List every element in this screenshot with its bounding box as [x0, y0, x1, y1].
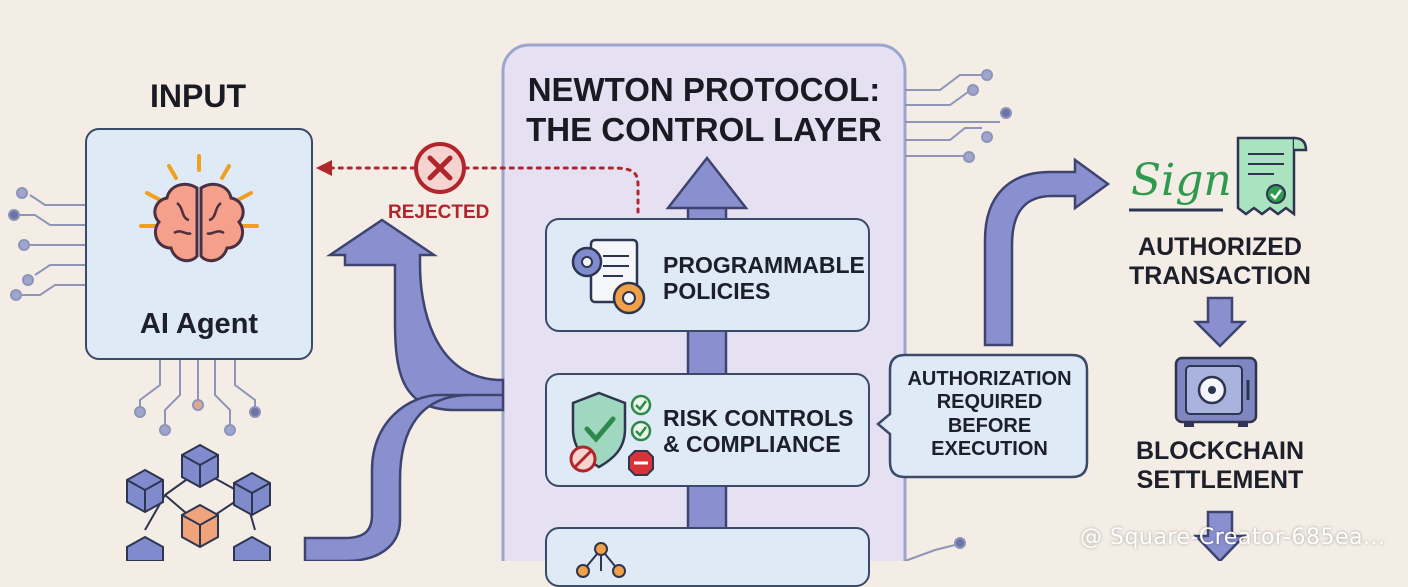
rejected-icon	[414, 142, 466, 194]
cube-network	[126, 443, 271, 561]
central-shaft-low	[686, 483, 728, 532]
policies-line1: PROGRAMMABLE	[663, 252, 865, 278]
flow-arrow-to-output	[983, 157, 1111, 347]
protocol-title-line2: THE CONTROL LAYER	[526, 110, 882, 148]
settlement-line2: SETTLEMENT	[1136, 465, 1304, 494]
ai-agent-card: AI Agent	[85, 128, 313, 360]
flow-arrow-to-agent	[325, 218, 505, 412]
down-arrow-1	[1192, 296, 1248, 348]
rejected-arrow-head	[316, 160, 332, 176]
central-shaft-mid	[686, 328, 728, 380]
risk-line1: RISK CONTROLS	[663, 405, 854, 431]
shield-icon	[569, 391, 654, 476]
callout-bubble	[876, 353, 1089, 479]
risk-card: RISK CONTROLS & COMPLIANCE	[545, 373, 870, 487]
brain-icon	[139, 154, 259, 263]
central-arrow-head	[665, 155, 749, 210]
cube-orange	[181, 503, 219, 549]
policy-gear-icon	[571, 238, 646, 315]
protocol-title: NEWTON PROTOCOL: THE CONTROL LAYER	[503, 70, 905, 149]
vault-icon	[1174, 356, 1258, 427]
cube-3	[233, 471, 271, 517]
cube-5	[233, 535, 271, 561]
third-card	[545, 527, 870, 587]
authorized-line1: AUTHORIZED	[1138, 233, 1302, 261]
authorized-line2: TRANSACTION	[1129, 261, 1311, 290]
circuit-right-top	[905, 69, 1012, 163]
protocol-title-line1: NEWTON PROTOCOL:	[527, 71, 881, 108]
receipt-icon	[1236, 136, 1308, 217]
watermark: @ Square-Creator-685ea...	[1080, 525, 1386, 550]
circuit-bottom	[134, 358, 261, 436]
cube-4	[126, 535, 164, 561]
rejected-label: REJECTED	[388, 202, 490, 223]
circuit-right-bottom	[904, 537, 966, 561]
settlement-line1: BLOCKCHAIN	[1135, 437, 1305, 465]
down-arrow-2	[1193, 510, 1247, 561]
ai-agent-label: AI Agent	[139, 308, 259, 340]
circuit-left	[8, 187, 85, 301]
policies-line2: POLICIES	[663, 278, 771, 305]
callout-line2: REQUIRED	[936, 391, 1043, 414]
signature-text: Sign	[1131, 155, 1230, 206]
callout-text: AUTHORIZATION REQUIRED BEFORE EXECUTION	[892, 368, 1087, 462]
callout-line1: AUTHORIZATION	[907, 368, 1072, 390]
signature-icon: Sign	[1129, 155, 1230, 212]
cube-2	[126, 468, 164, 514]
input-heading: INPUT	[150, 78, 246, 114]
authorized-label: AUTHORIZED TRANSACTION	[1110, 233, 1330, 291]
rejected-path	[328, 166, 640, 214]
settlement-label: BLOCKCHAIN SETTLEMENT	[1110, 437, 1330, 495]
callout-line4: EXECUTION	[931, 438, 1048, 461]
callout-line3: BEFORE	[947, 414, 1032, 437]
risk-line2: & COMPLIANCE	[663, 431, 841, 458]
risk-label: RISK CONTROLS & COMPLIANCE	[663, 405, 853, 458]
flow-arrow-lower-branch	[303, 393, 503, 561]
policies-card: PROGRAMMABLE POLICIES	[545, 218, 870, 332]
network-icon	[576, 542, 626, 578]
cube-1	[181, 443, 219, 489]
policies-label: PROGRAMMABLE POLICIES	[663, 252, 865, 305]
